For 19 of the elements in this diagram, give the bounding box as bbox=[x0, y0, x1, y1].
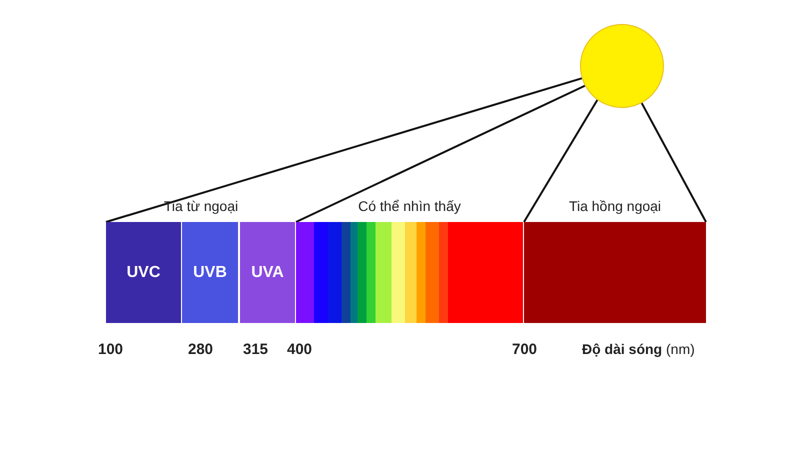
connector-line bbox=[106, 77, 582, 223]
wavelength-tick-label: 400 bbox=[287, 341, 312, 358]
wavelength-tick-label: 280 bbox=[188, 341, 214, 358]
spectrum-band bbox=[240, 222, 295, 323]
spectrum-band bbox=[106, 222, 181, 323]
connector-line bbox=[296, 84, 586, 223]
wavelength-tick-label: 700 bbox=[512, 341, 538, 358]
band-label: UVA bbox=[250, 264, 285, 282]
wavelength-tick-label: 315 bbox=[243, 341, 268, 358]
wavelength-tick-label: 100 bbox=[98, 341, 124, 358]
band-heading: Tia từ ngoại bbox=[162, 197, 240, 216]
spectrum-band bbox=[182, 222, 238, 323]
connector-line bbox=[640, 102, 707, 222]
band-heading: Tia hồng ngoại bbox=[568, 197, 662, 216]
band-label: UVC bbox=[126, 264, 162, 282]
axis-title: Độ dài sóng (nm) bbox=[582, 341, 695, 357]
band-heading: Có thể nhìn thấy bbox=[357, 197, 462, 216]
band-label: UVB bbox=[192, 264, 228, 282]
connector-line bbox=[523, 99, 598, 223]
